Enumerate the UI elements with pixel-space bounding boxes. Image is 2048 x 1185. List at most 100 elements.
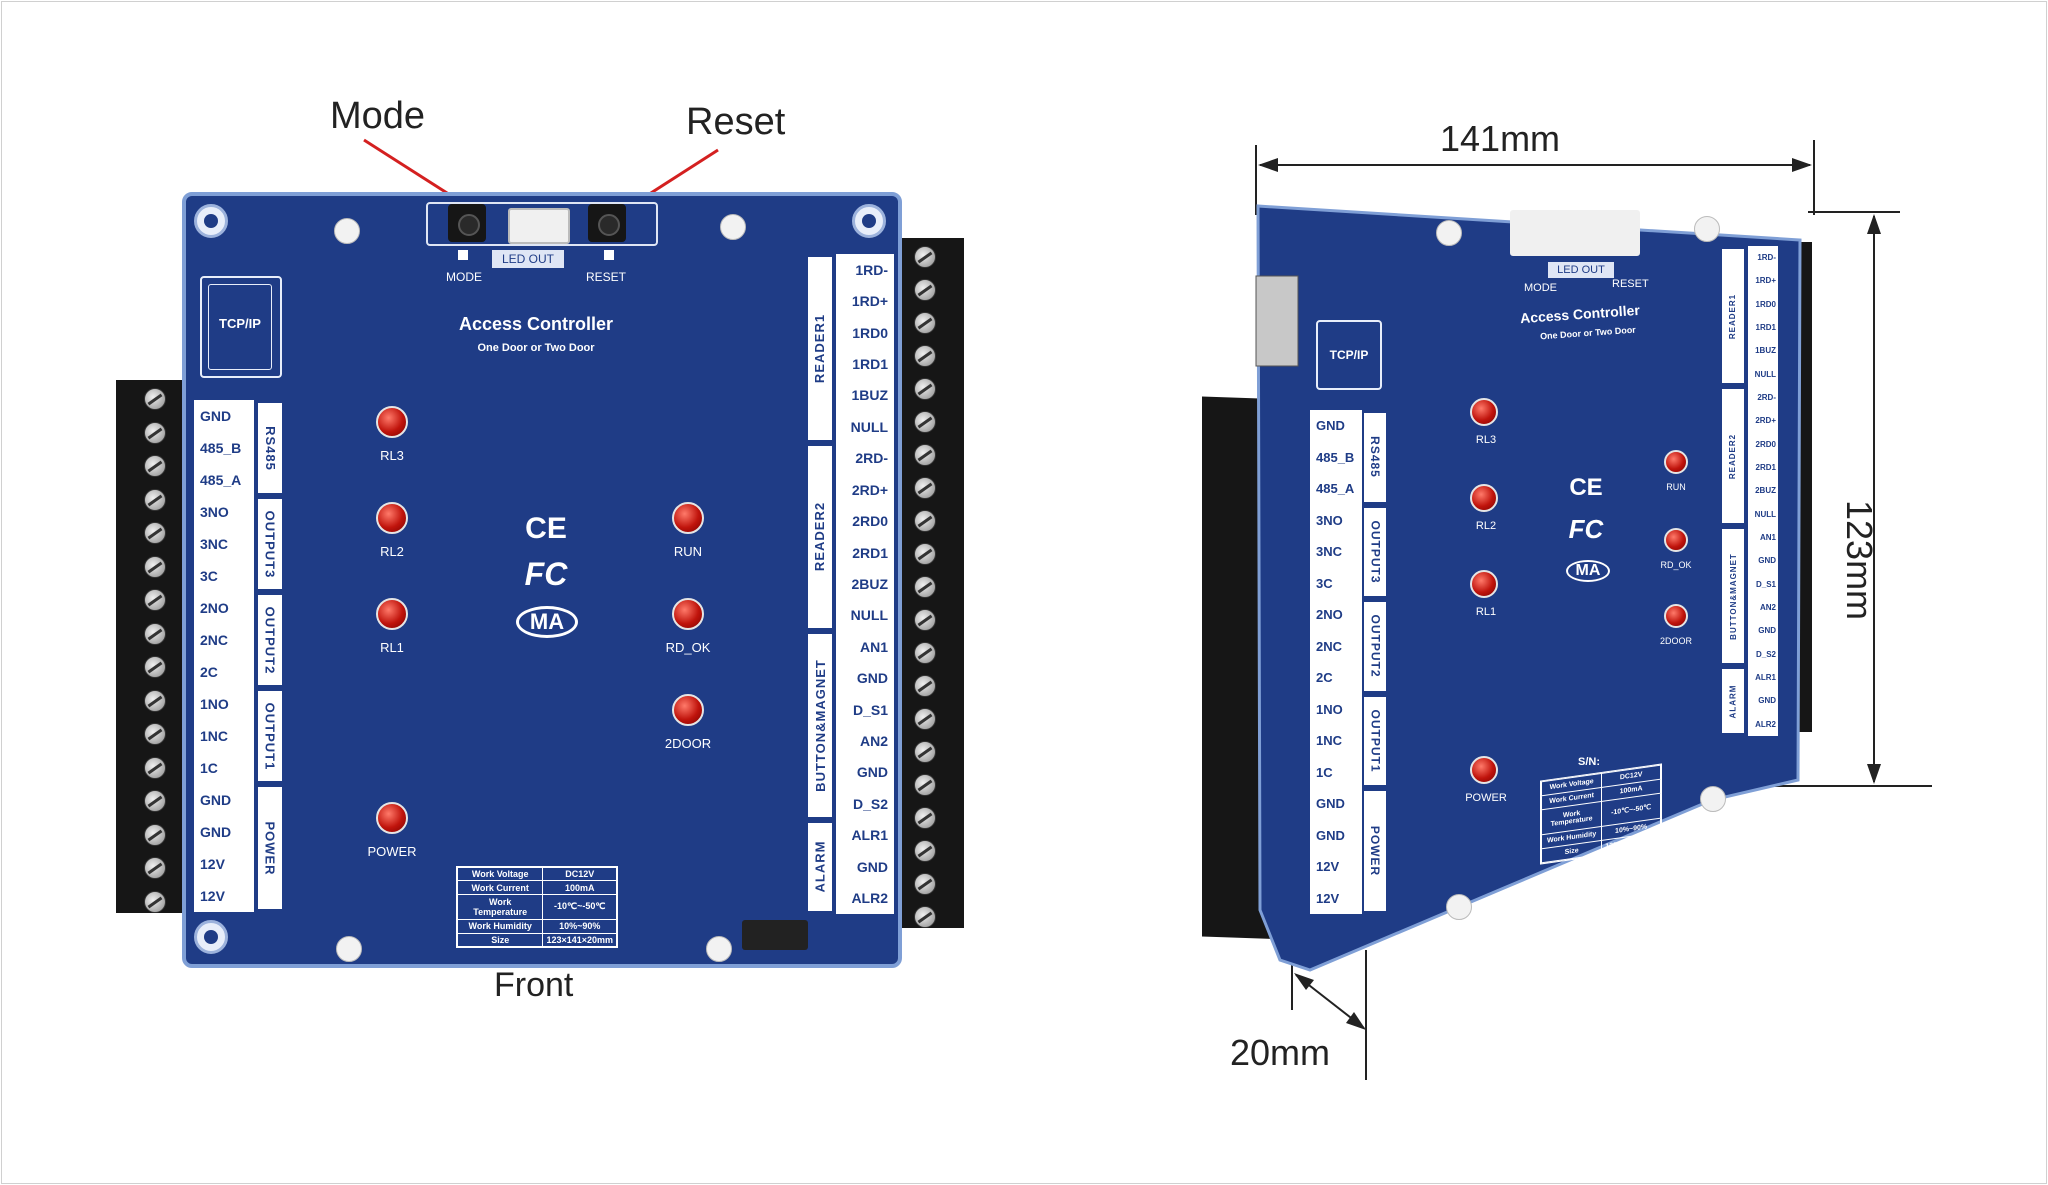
terminal-screw	[914, 576, 936, 598]
left-pin-label: 12V	[200, 888, 225, 904]
side-rd-ok-led	[1664, 528, 1688, 552]
terminal-screw	[914, 510, 936, 532]
left-group-label: OUTPUT1	[258, 691, 282, 781]
right-pin-label: 2RD0	[852, 513, 888, 530]
board-title: Access Controller	[458, 314, 614, 334]
side-right-pin-label: NULL	[1754, 369, 1776, 379]
mode-label: MODE	[446, 270, 482, 284]
right-pin-label: GND	[856, 670, 888, 687]
left-pin-label: 485_A	[200, 472, 242, 488]
front-board: LED OUT MODE RESET TCP/IP Access Control…	[182, 192, 902, 968]
pin-header	[742, 920, 808, 950]
terminal-screw	[914, 543, 936, 565]
run-label: RUN	[673, 544, 703, 559]
terminal-screw	[914, 807, 936, 829]
right-pin-label: 1RD0	[852, 324, 888, 341]
tcpip-label: TCP/IP	[219, 316, 261, 331]
side-left-pin-label: 1C	[1316, 764, 1333, 780]
terminal-screw	[144, 488, 166, 511]
left-pin-label: 3NC	[200, 536, 229, 552]
terminal-screw	[914, 840, 936, 862]
standoff	[1700, 786, 1726, 812]
rl3-label: RL3	[380, 448, 404, 463]
side-ce-mark: CE	[1569, 474, 1603, 501]
side-right-pin-label: GND	[1758, 696, 1776, 706]
side-left-pin-label: 2NC	[1316, 638, 1343, 654]
front-spec-cell: Work Temperature	[456, 893, 544, 921]
left-group-label: OUTPUT3	[258, 499, 282, 589]
standoff	[720, 214, 746, 240]
right-pin-label: 2RD1	[852, 544, 888, 561]
side-right-pin-label: 2BUZ	[1755, 486, 1776, 496]
mode-indicator	[458, 250, 468, 260]
front-spec-cell: 123×141×20mm	[542, 932, 617, 948]
mode-button[interactable]	[448, 204, 486, 242]
terminal-screw	[144, 421, 166, 444]
rd-ok-label: RD_OK	[665, 640, 711, 655]
reset-label: RESET	[586, 270, 627, 284]
side-sn-label: S/N:	[1578, 756, 1600, 768]
side-left-group-label: OUTPUT3	[1364, 507, 1386, 596]
side-left-group-text: OUTPUT1	[1368, 709, 1383, 773]
side-run-led	[1664, 450, 1688, 474]
right-pin-label: D_S1	[852, 701, 888, 718]
reset-button[interactable]	[588, 204, 626, 242]
left-pin-label: GND	[200, 824, 232, 840]
side-mode-label: MODE	[1524, 282, 1557, 294]
right-group-label: READER1	[808, 257, 832, 440]
right-group-label: ALARM	[808, 822, 832, 911]
side-led-out-label: LED OUT	[1548, 262, 1614, 278]
standoff	[336, 936, 362, 962]
right-pin-label: ALR1	[851, 827, 888, 844]
reset-indicator	[604, 250, 614, 260]
side-left-pin-label: 485_B	[1316, 449, 1355, 465]
side-rl3-led	[1470, 398, 1498, 426]
right-pin-label: NULL	[850, 418, 888, 435]
side-left-group-text: POWER	[1368, 825, 1382, 877]
terminal-screw	[914, 741, 936, 763]
side-run-label: RUN	[1666, 482, 1686, 492]
side-left-pin-label: 1NC	[1316, 733, 1343, 749]
rl1-led	[376, 598, 408, 630]
mount-hole	[852, 204, 886, 238]
side-left-pin-label: 485_A	[1316, 481, 1355, 497]
side-rl1-led	[1470, 570, 1498, 598]
terminal-screw	[144, 656, 166, 679]
side-right-pin-label: 2RD0	[1755, 439, 1776, 449]
right-pin-label: AN2	[859, 733, 888, 750]
side-right-pin-label: GND	[1758, 626, 1776, 636]
standoff	[1694, 216, 1720, 242]
standoff	[1446, 894, 1472, 920]
led-out-connector	[508, 208, 570, 244]
terminal-screw	[914, 246, 936, 268]
right-pin-label: 1RD1	[852, 355, 888, 372]
rl1-label: RL1	[380, 640, 404, 655]
door2-label: 2DOOR	[664, 736, 712, 751]
front-spec-cell: 100mA	[542, 880, 617, 895]
side-rd-ok-label: RD_OK	[1660, 560, 1692, 570]
width-dimension: 141mm	[1440, 118, 1561, 159]
side-tcpip-port: TCP/IP	[1316, 320, 1382, 390]
left-group-label: POWER	[258, 787, 282, 909]
power-label: POWER	[367, 844, 417, 859]
terminal-screw	[914, 378, 936, 400]
side-right-pin-label: D_S2	[1755, 649, 1776, 659]
side-right-pin-label: 1RD0	[1755, 299, 1776, 309]
side-left-pin-label: 2C	[1316, 670, 1333, 686]
left-pin-label: GND	[200, 792, 232, 808]
side-power-label: POWER	[1465, 792, 1507, 804]
side-right-pin-label: 2RD+	[1755, 416, 1776, 426]
terminal-screw	[914, 312, 936, 334]
mount-hole	[194, 920, 228, 954]
side-left-pin-label: 2NO	[1316, 607, 1343, 623]
tcpip-port: TCP/IP	[200, 276, 282, 378]
side-left-group-label: OUTPUT1	[1364, 696, 1386, 785]
right-pin-label: NULL	[850, 607, 888, 624]
side-left-pin-label: GND	[1316, 827, 1345, 843]
mount-hole	[194, 204, 228, 238]
